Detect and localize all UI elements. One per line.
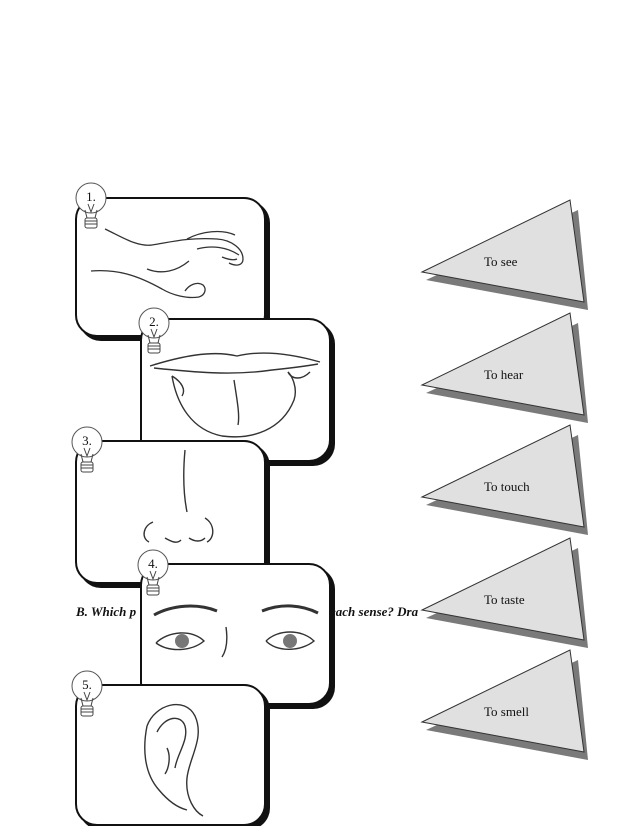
picture-card-5[interactable]	[75, 684, 266, 826]
instruction-text-left: B. Which p	[76, 604, 137, 619]
picture-card-4[interactable]	[140, 563, 331, 705]
sense-arrow-hear[interactable]: To hear	[420, 311, 590, 423]
hand-icon	[90, 228, 244, 299]
instruction-text-right: each sense? Dra	[330, 604, 419, 619]
sense-arrow-taste[interactable]: To taste	[420, 536, 590, 648]
triangle-arrow-icon	[420, 649, 588, 760]
sense-arrow-see[interactable]: To see	[420, 198, 590, 310]
sense-label-hear: To hear	[484, 367, 524, 382]
eyes-icon	[153, 604, 319, 658]
picture-card-1[interactable]	[75, 197, 266, 337]
lightbulb-icon	[137, 549, 169, 596]
card-number-5: 5.	[82, 677, 92, 692]
lightbulb-icon	[71, 670, 103, 717]
sense-arrow-smell[interactable]: To smell	[420, 648, 590, 760]
triangle-arrow-icon	[420, 424, 588, 535]
sense-label-see: To see	[484, 254, 518, 269]
bulb-badge-5: 5.	[67, 668, 107, 720]
sense-label-smell: To smell	[484, 704, 529, 719]
triangle-arrow-icon	[420, 537, 588, 648]
card-number-3: 3.	[82, 433, 92, 448]
card-number-4: 4.	[148, 556, 158, 571]
lightbulb-icon	[71, 426, 103, 473]
triangle-arrow-icon	[420, 199, 588, 310]
ear-icon	[144, 703, 204, 817]
sense-label-taste: To taste	[484, 592, 525, 607]
nose-icon	[143, 449, 214, 543]
picture-card-3[interactable]	[75, 440, 266, 584]
triangle-arrow-icon	[420, 312, 588, 423]
card-number-2: 2.	[149, 314, 159, 329]
lightbulb-icon	[138, 307, 170, 354]
sense-arrow-touch[interactable]: To touch	[420, 423, 590, 535]
bulb-badge-3: 3.	[67, 424, 107, 476]
bulb-badge-2: 2.	[134, 305, 174, 357]
card-number-1: 1.	[86, 189, 96, 204]
bulb-badge-4: 4.	[133, 547, 173, 599]
bulb-badge-1: 1.	[71, 180, 111, 232]
tongue-icon	[149, 352, 321, 438]
lightbulb-icon	[75, 182, 107, 229]
sense-label-touch: To touch	[484, 479, 530, 494]
